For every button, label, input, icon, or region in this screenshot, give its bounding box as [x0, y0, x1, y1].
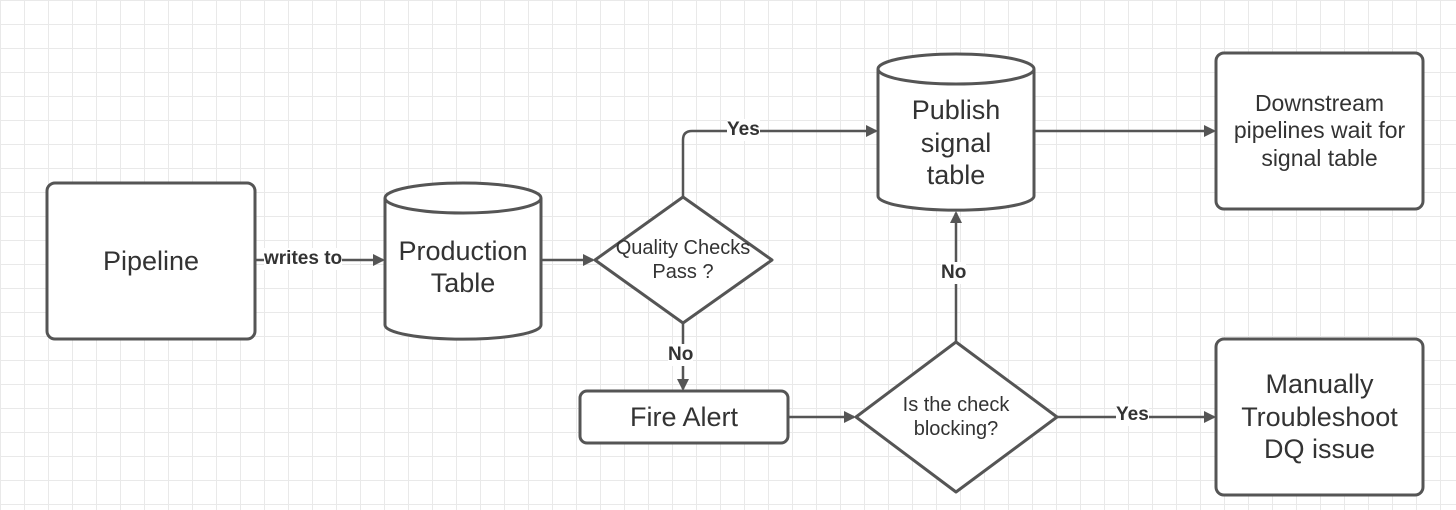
- publish-signal-cylinder[interactable]: [876, 52, 1036, 212]
- production-table-cylinder[interactable]: [383, 181, 543, 341]
- is-blocking-diamond[interactable]: [854, 340, 1059, 494]
- pipeline-label: Pipeline: [102, 245, 200, 276]
- edge-label-yes-publish: Yes: [727, 119, 760, 141]
- publish-signal-label: Publish signal table: [911, 95, 1001, 191]
- downstream-label: Downstream pipelines wait for signal tab…: [1233, 89, 1406, 171]
- production-table-label: Production Table: [398, 235, 528, 298]
- edge-label-no-publish: No: [941, 262, 967, 284]
- fire-alert-label: Fire Alert: [629, 401, 739, 432]
- edge-label-writes-to: writes to: [264, 248, 343, 270]
- troubleshoot-box[interactable]: [1214, 337, 1425, 497]
- quality-checks-label: Quality Checks Pass ?: [615, 237, 751, 283]
- troubleshoot-label: Manually Troubleshoot DQ issue: [1241, 369, 1398, 465]
- edge-yes-publish: [681, 125, 878, 197]
- is-blocking-label: Is the check blocking?: [902, 394, 1010, 440]
- edge-label-yes-troubleshoot: Yes: [1116, 404, 1149, 426]
- downstream-box[interactable]: [1214, 51, 1425, 211]
- edge-label-no-alert: No: [668, 344, 694, 366]
